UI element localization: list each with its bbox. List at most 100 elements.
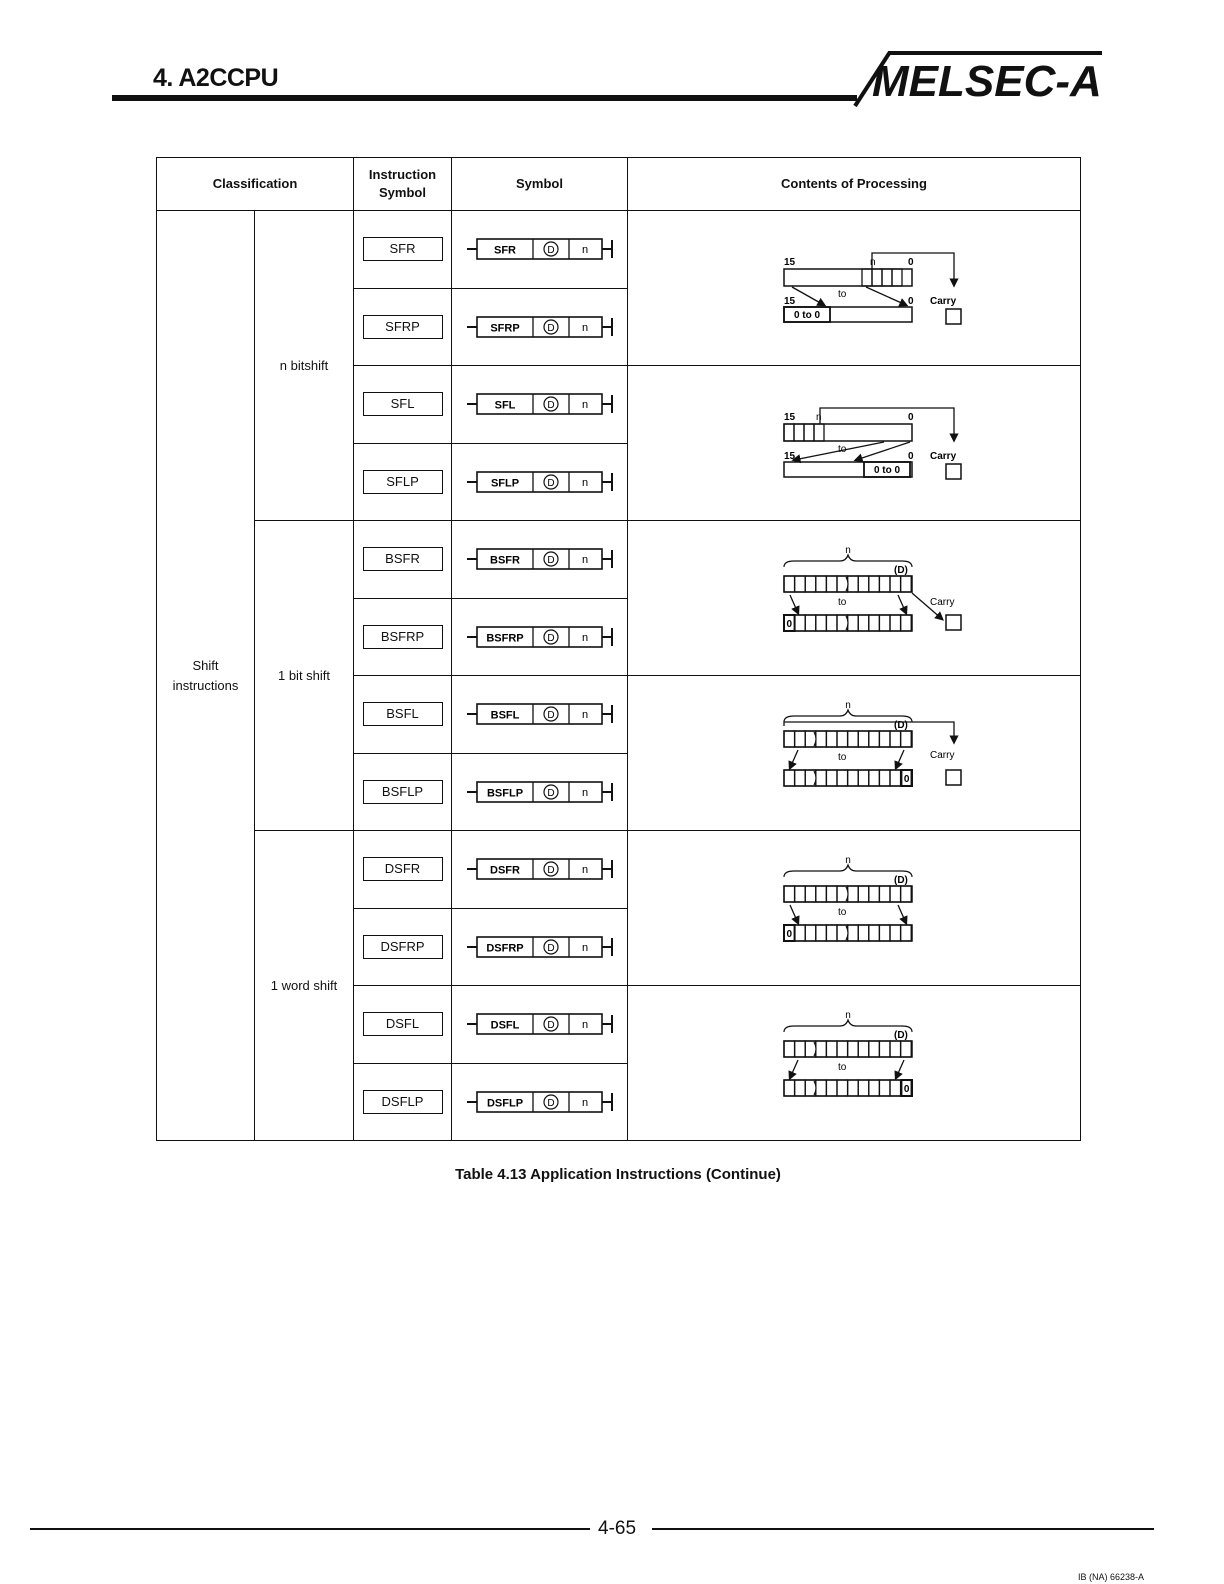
operand-device: D xyxy=(547,1020,554,1031)
symbol-name: SFL xyxy=(494,400,515,412)
symbol-name: DSFRP xyxy=(486,942,523,954)
bit-0-label-after: 0 xyxy=(908,296,914,307)
instruction-symbol: DSFLP xyxy=(362,1089,443,1114)
zero-bit-label: 0 xyxy=(787,929,793,940)
device-label: (D) xyxy=(894,720,908,731)
n-label: n xyxy=(845,700,851,711)
bit-n-label: n xyxy=(870,257,876,268)
instruction-symbol: BSFR xyxy=(362,547,443,572)
zero-bit-label: 0 xyxy=(904,1084,910,1095)
n-label: n xyxy=(845,855,851,866)
instruction-symbol-cell: BSFR xyxy=(353,520,452,599)
col-header-classification: Classification xyxy=(156,157,354,211)
carry-label: Carry xyxy=(930,750,954,761)
operand-n: n xyxy=(581,864,587,876)
footer-rule-left xyxy=(30,1528,590,1530)
bit-0-label-after: 0 xyxy=(908,451,914,462)
operand-device: D xyxy=(547,943,554,954)
table-caption: Table 4.13 Application Instructions (Con… xyxy=(455,1166,781,1183)
to-label: to xyxy=(838,907,847,918)
instruction-symbol-cell: DSFLP xyxy=(353,1062,452,1141)
operand-n: n xyxy=(581,942,587,954)
brand-text: MELSEC-A xyxy=(872,57,1102,106)
symbol-name: SFRP xyxy=(490,322,519,334)
to-label: to xyxy=(838,444,847,455)
classification-shift-instructions: Shift instructions xyxy=(156,210,255,1141)
group-label: 1 word shift xyxy=(254,830,354,1141)
operand-device: D xyxy=(547,788,554,799)
operand-device: D xyxy=(547,400,554,411)
symbol-name: BSFLP xyxy=(486,787,522,799)
operand-n: n xyxy=(581,477,587,489)
zero-bit-label: 0 xyxy=(787,619,793,630)
operand-n: n xyxy=(581,244,587,256)
instruction-symbol-cell: BSFRP xyxy=(353,597,452,676)
group-label: 1 bit shift xyxy=(254,520,354,831)
symbol-name: BSFL xyxy=(490,710,519,722)
processing-diagram-dsfr: n(D)to0 xyxy=(783,855,913,942)
instruction-symbol-cell: DSFR xyxy=(353,830,452,909)
bit-15-label-after: 15 xyxy=(784,451,796,462)
bit-n-label: n xyxy=(816,412,822,423)
instruction-symbol-cell: BSFLP xyxy=(353,752,452,831)
operand-n: n xyxy=(581,1097,587,1109)
document-id: IB (NA) 66238-A xyxy=(1077,1572,1144,1582)
operand-n: n xyxy=(581,787,587,799)
instruction-symbol: SFLP xyxy=(362,469,443,494)
zero-fill-label: 0 to 0 xyxy=(794,310,821,321)
section-title: 4. A2CCPU xyxy=(153,64,279,92)
instruction-symbol-cell: DSFRP xyxy=(353,907,452,986)
carry-label: Carry xyxy=(930,451,957,462)
instruction-symbol-cell: SFLP xyxy=(353,442,452,521)
group-label: n bitshift xyxy=(254,210,354,521)
page-number: 4-65 xyxy=(598,1518,637,1539)
col-header-contents: Contents of Processing xyxy=(627,157,1081,211)
bit-15-label: 15 xyxy=(784,257,796,268)
symbol-name: DSFLP xyxy=(486,1097,522,1109)
bit-15-label-after: 15 xyxy=(784,296,796,307)
instruction-symbol: BSFRP xyxy=(362,624,443,649)
col-header-symbol: Symbol xyxy=(451,157,628,211)
operand-device: D xyxy=(547,865,554,876)
instruction-symbol: DSFRP xyxy=(362,934,443,959)
symbol-name: SFLP xyxy=(490,477,518,489)
instruction-symbol-cell: SFR xyxy=(353,210,452,289)
instruction-symbol-cell: SFRP xyxy=(353,287,452,366)
shift-instructions-table: Classification Instruction Symbol Symbol… xyxy=(156,157,1081,1141)
operand-n: n xyxy=(581,554,587,566)
col-header-instruction-symbol: Instruction Symbol xyxy=(353,157,452,211)
operand-n: n xyxy=(581,399,587,411)
operand-n: n xyxy=(581,322,587,334)
operand-n: n xyxy=(581,709,587,721)
symbol-name: SFR xyxy=(494,245,516,257)
to-label: to xyxy=(838,289,847,300)
symbol-name: DSFL xyxy=(490,1020,519,1032)
instruction-symbol-cell: DSFL xyxy=(353,985,452,1064)
instruction-symbol: DSFL xyxy=(362,1012,443,1037)
